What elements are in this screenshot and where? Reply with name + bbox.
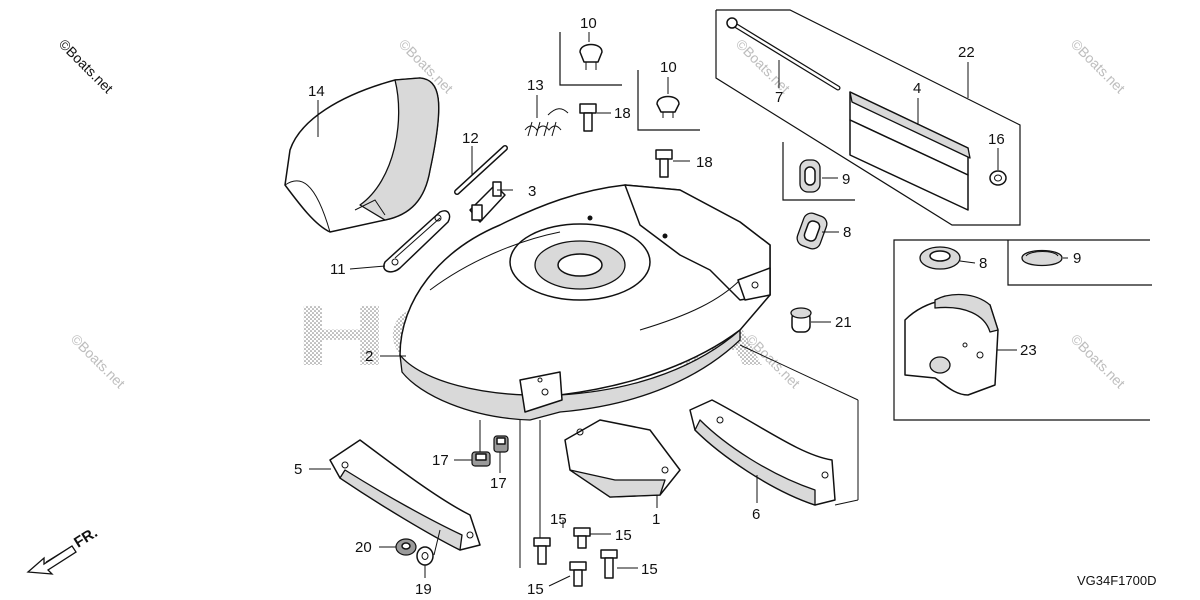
callout-10a: 10 — [580, 15, 597, 32]
callout-15d: 15 — [641, 561, 658, 578]
callout-8b: 8 — [979, 255, 987, 272]
callout-17a: 17 — [432, 452, 449, 469]
callout-3: 3 — [528, 183, 536, 200]
leader-lines — [309, 32, 1068, 587]
callout-1: 1 — [652, 511, 660, 528]
part-7-rod — [726, 17, 841, 91]
part-15-bolt-a — [533, 537, 551, 565]
part-17-nut-b — [493, 435, 509, 453]
part-16-nut — [989, 170, 1007, 186]
callout-11: 11 — [330, 261, 346, 278]
callout-5: 5 — [294, 461, 302, 478]
box-10b — [637, 70, 700, 131]
part-15-bolt-c — [569, 561, 587, 587]
callout-15c: 15 — [527, 581, 544, 598]
box-9a — [782, 142, 855, 201]
callout-labels: 14 11 12 13 3 2 18 18 10 10 7 4 22 16 9 … — [294, 15, 1081, 598]
front-arrow-icon: FR. — [26, 524, 101, 575]
box-23 — [893, 239, 1150, 421]
callout-19: 19 — [415, 581, 432, 598]
front-label: FR. — [71, 524, 101, 551]
box-10a — [559, 32, 622, 86]
callout-12: 12 — [462, 130, 479, 147]
callout-18b: 18 — [696, 154, 713, 171]
watermark-mid-right-2: ©Boats.net — [1068, 331, 1129, 392]
watermark-top-left: ©Boats.net — [56, 36, 117, 97]
callout-21: 21 — [835, 314, 852, 331]
callout-16: 16 — [988, 131, 1005, 148]
part-10-cap-b — [656, 95, 680, 118]
watermark-mid-left: ©Boats.net — [68, 331, 129, 392]
callout-22: 22 — [958, 44, 975, 61]
callout-14: 14 — [308, 83, 325, 100]
box-9b — [1007, 240, 1152, 286]
callout-13: 13 — [527, 77, 544, 94]
part-18-bolt-a — [579, 103, 597, 132]
part-10-cap-a — [579, 43, 603, 70]
callout-10b: 10 — [660, 59, 677, 76]
callout-20: 20 — [355, 539, 372, 556]
callout-8a: 8 — [843, 224, 851, 241]
part-1-skid-center — [564, 419, 681, 498]
part-9-grommet-b — [1021, 249, 1063, 267]
callout-15a: 15 — [550, 511, 567, 528]
watermark-top-right-2: ©Boats.net — [1068, 36, 1129, 97]
callout-18a: 18 — [614, 105, 631, 122]
part-20-nut — [395, 538, 417, 556]
callout-6: 6 — [752, 506, 760, 523]
part-23-housing — [904, 293, 999, 396]
part-5-skid-left — [329, 439, 481, 551]
part-21-plug — [790, 307, 812, 333]
part-9-grommet-a — [799, 159, 821, 193]
part-11-hinge-bracket — [383, 210, 451, 273]
part-2-mower-deck — [399, 184, 771, 421]
part-19-washer — [416, 546, 434, 566]
callout-15b: 15 — [615, 527, 632, 544]
diagram-code: VG34F1700D — [1077, 573, 1157, 588]
part-15-bolt-d — [600, 549, 618, 579]
callout-23: 23 — [1020, 342, 1037, 359]
part-8-grommet-b — [919, 246, 961, 270]
callout-2: 2 — [365, 348, 373, 365]
part-13-spring — [524, 108, 569, 137]
part-3-bracket — [469, 181, 506, 223]
callout-9b: 9 — [1073, 250, 1081, 267]
part-17-nut-a — [471, 451, 491, 467]
part-4-flap — [849, 91, 971, 211]
callout-7: 7 — [775, 89, 783, 106]
part-8-grommet-a — [796, 212, 828, 250]
part-15-bolt-b — [573, 527, 591, 549]
callout-9a: 9 — [842, 171, 850, 188]
box-22 — [715, 9, 1021, 226]
callout-4: 4 — [913, 80, 921, 97]
part-12-rod — [454, 145, 508, 195]
part-14-deflector — [284, 77, 440, 233]
part-6-skid-right — [689, 399, 836, 506]
part-18-bolt-b — [655, 149, 673, 178]
callout-17b: 17 — [490, 475, 507, 492]
